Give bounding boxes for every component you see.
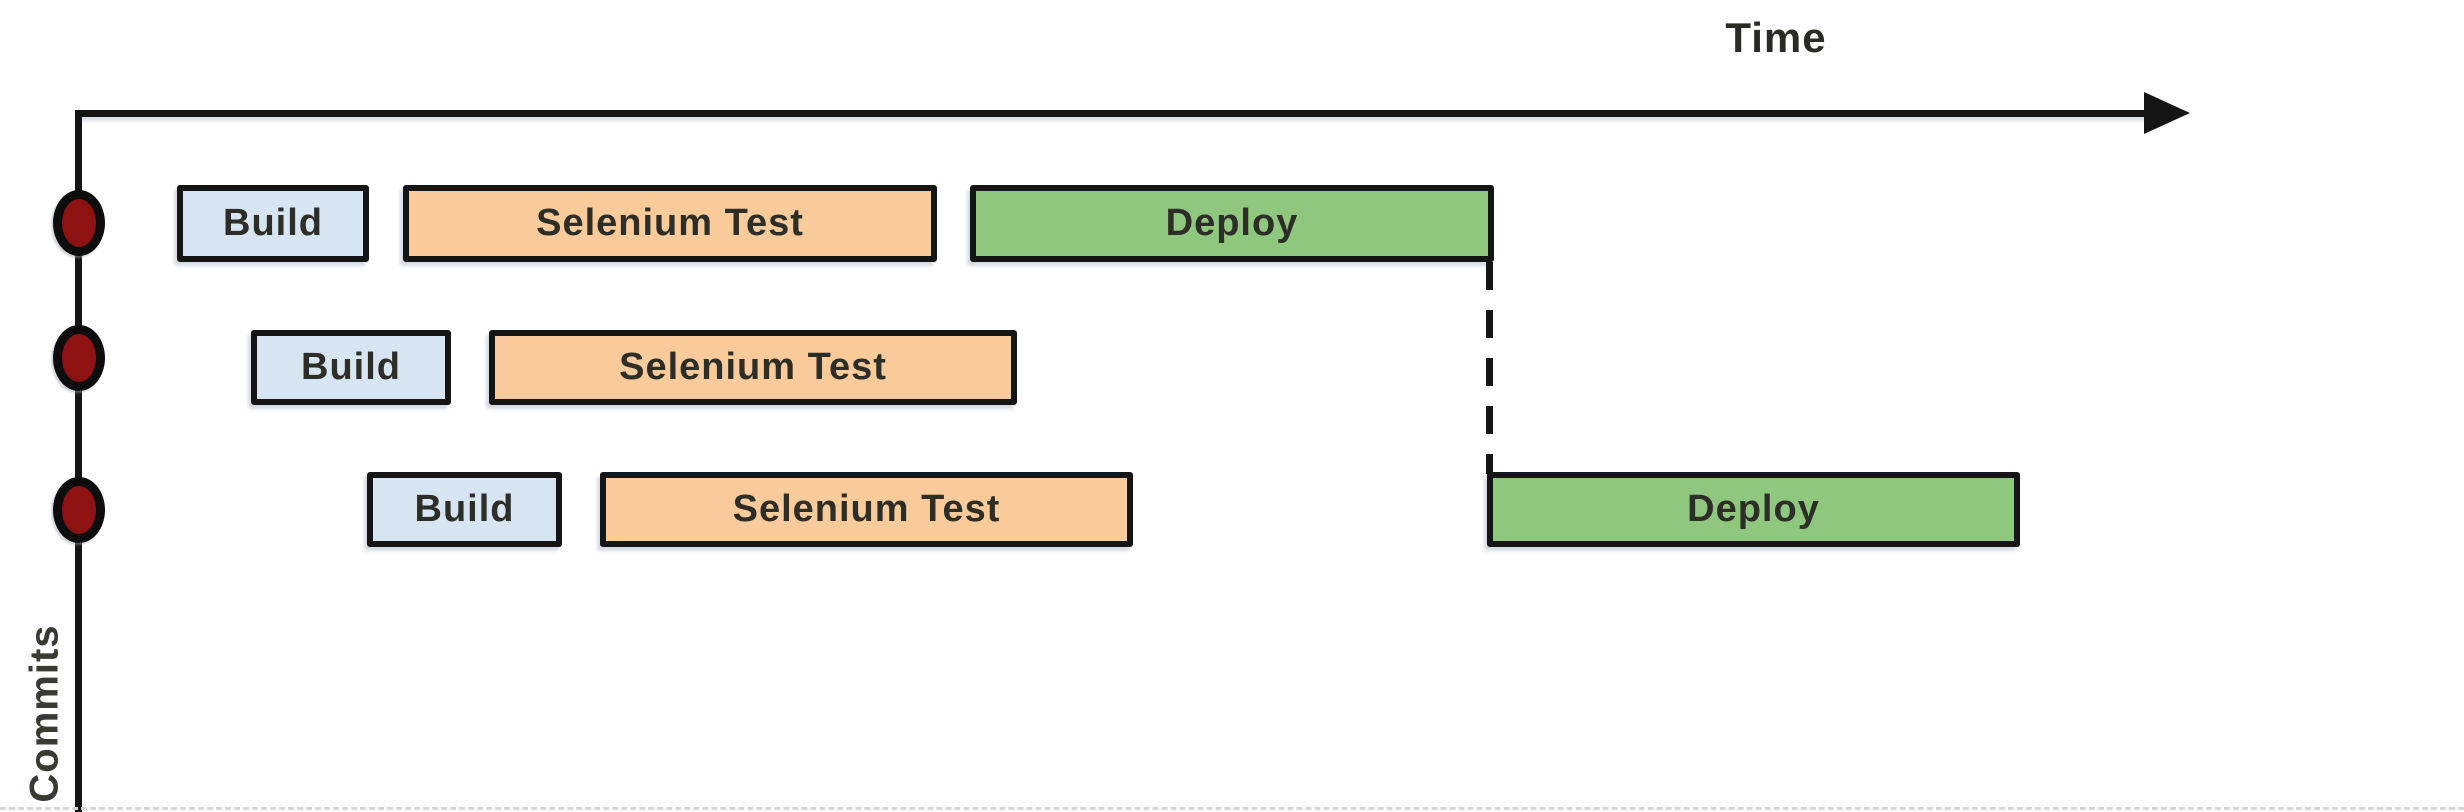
task-box-build-commit3: Build <box>367 472 562 547</box>
task-box-selenium-test-commit1: Selenium Test <box>403 185 937 262</box>
commit-dot-2 <box>53 325 105 391</box>
task-box-deploy-commit3: Deploy <box>1487 472 2020 547</box>
task-box-build-commit1: Build <box>177 185 369 262</box>
commits-axis-label: Commits <box>22 624 67 803</box>
task-box-build-commit2: Build <box>251 330 451 405</box>
commit-dot-3 <box>53 477 105 543</box>
deploy-dependency-dashed-line <box>1486 262 1493 474</box>
task-box-selenium-test-commit2: Selenium Test <box>489 330 1017 405</box>
time-axis-line <box>76 110 2148 117</box>
time-axis-arrowhead-icon <box>2144 92 2190 134</box>
bottom-edge-line <box>0 807 2464 810</box>
commit-dot-1 <box>53 190 105 256</box>
time-axis-label: Time <box>1725 14 1827 61</box>
task-box-selenium-test-commit3: Selenium Test <box>600 472 1133 547</box>
commits-axis-line <box>75 110 82 812</box>
task-box-deploy-commit1: Deploy <box>970 185 1494 262</box>
